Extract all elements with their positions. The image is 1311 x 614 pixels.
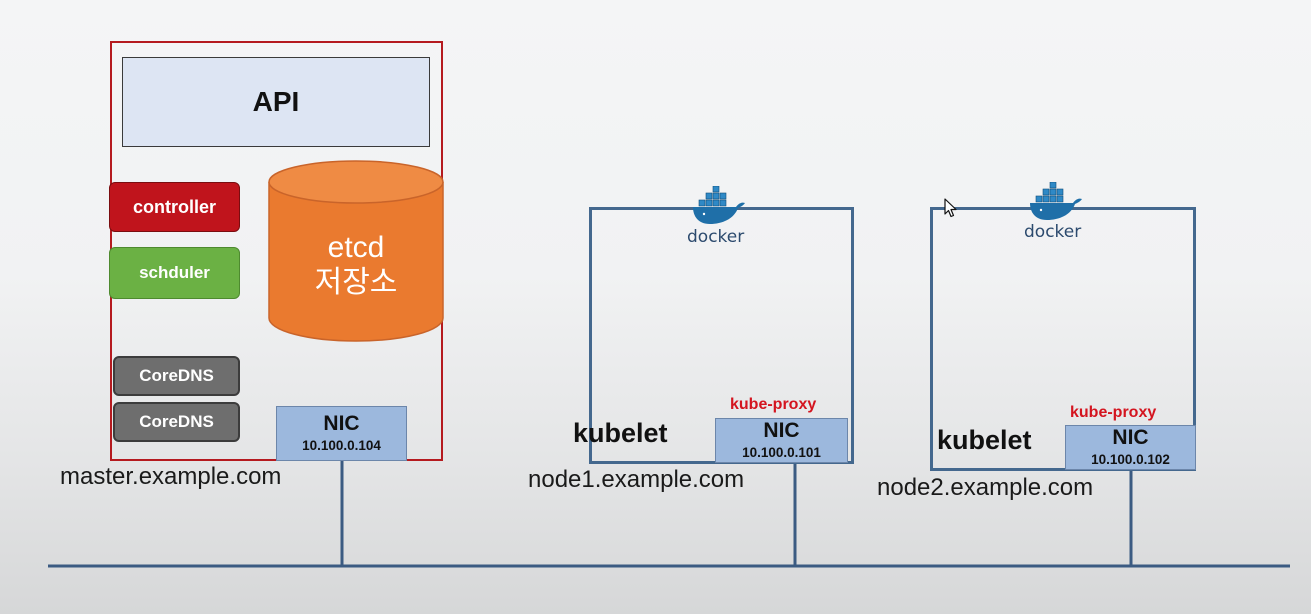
- node2-docker-label: docker: [1024, 222, 1082, 242]
- master-nic-label: NIC: [323, 412, 360, 435]
- node1-kube-proxy-label: kube-proxy: [730, 396, 817, 413]
- etcd-label-line1: etcd: [327, 231, 385, 264]
- coredns-component-1: CoreDNS: [113, 356, 240, 396]
- controller-component: controller: [109, 182, 240, 232]
- etcd-label: etcd 저장소: [268, 230, 444, 300]
- node2-hostname: node2.example.com: [877, 474, 1094, 501]
- api-server-box: API: [122, 57, 430, 147]
- node1-docker-whale-icon: [693, 186, 745, 224]
- node1-kubelet-label: kubelet: [573, 418, 668, 448]
- node1-nic-ip: 10.100.0.101: [742, 445, 821, 460]
- node2-kubelet-label: kubelet: [937, 425, 1032, 455]
- master-hostname: master.example.com: [60, 463, 282, 490]
- node2-nic-label: NIC: [1112, 426, 1149, 449]
- etcd-label-line2: 저장소: [314, 266, 398, 299]
- mouse-cursor-icon: [944, 198, 957, 218]
- node1-nic: NIC 10.100.0.101: [715, 418, 848, 463]
- coredns-component-2: CoreDNS: [113, 402, 240, 442]
- node1-hostname: node1.example.com: [528, 466, 745, 493]
- node2-nic-ip: 10.100.0.102: [1091, 452, 1170, 467]
- node1-nic-label: NIC: [763, 419, 800, 442]
- node2-docker-whale-icon: [1030, 182, 1082, 220]
- master-nic-ip: 10.100.0.104: [302, 438, 381, 453]
- node2-nic: NIC 10.100.0.102: [1065, 425, 1196, 470]
- node1-docker-label: docker: [687, 227, 745, 247]
- node2-kube-proxy-label: kube-proxy: [1070, 404, 1157, 421]
- master-nic: NIC 10.100.0.104: [276, 406, 407, 461]
- etcd-cylinder-icon: [268, 160, 444, 342]
- scheduler-component: schduler: [109, 247, 240, 299]
